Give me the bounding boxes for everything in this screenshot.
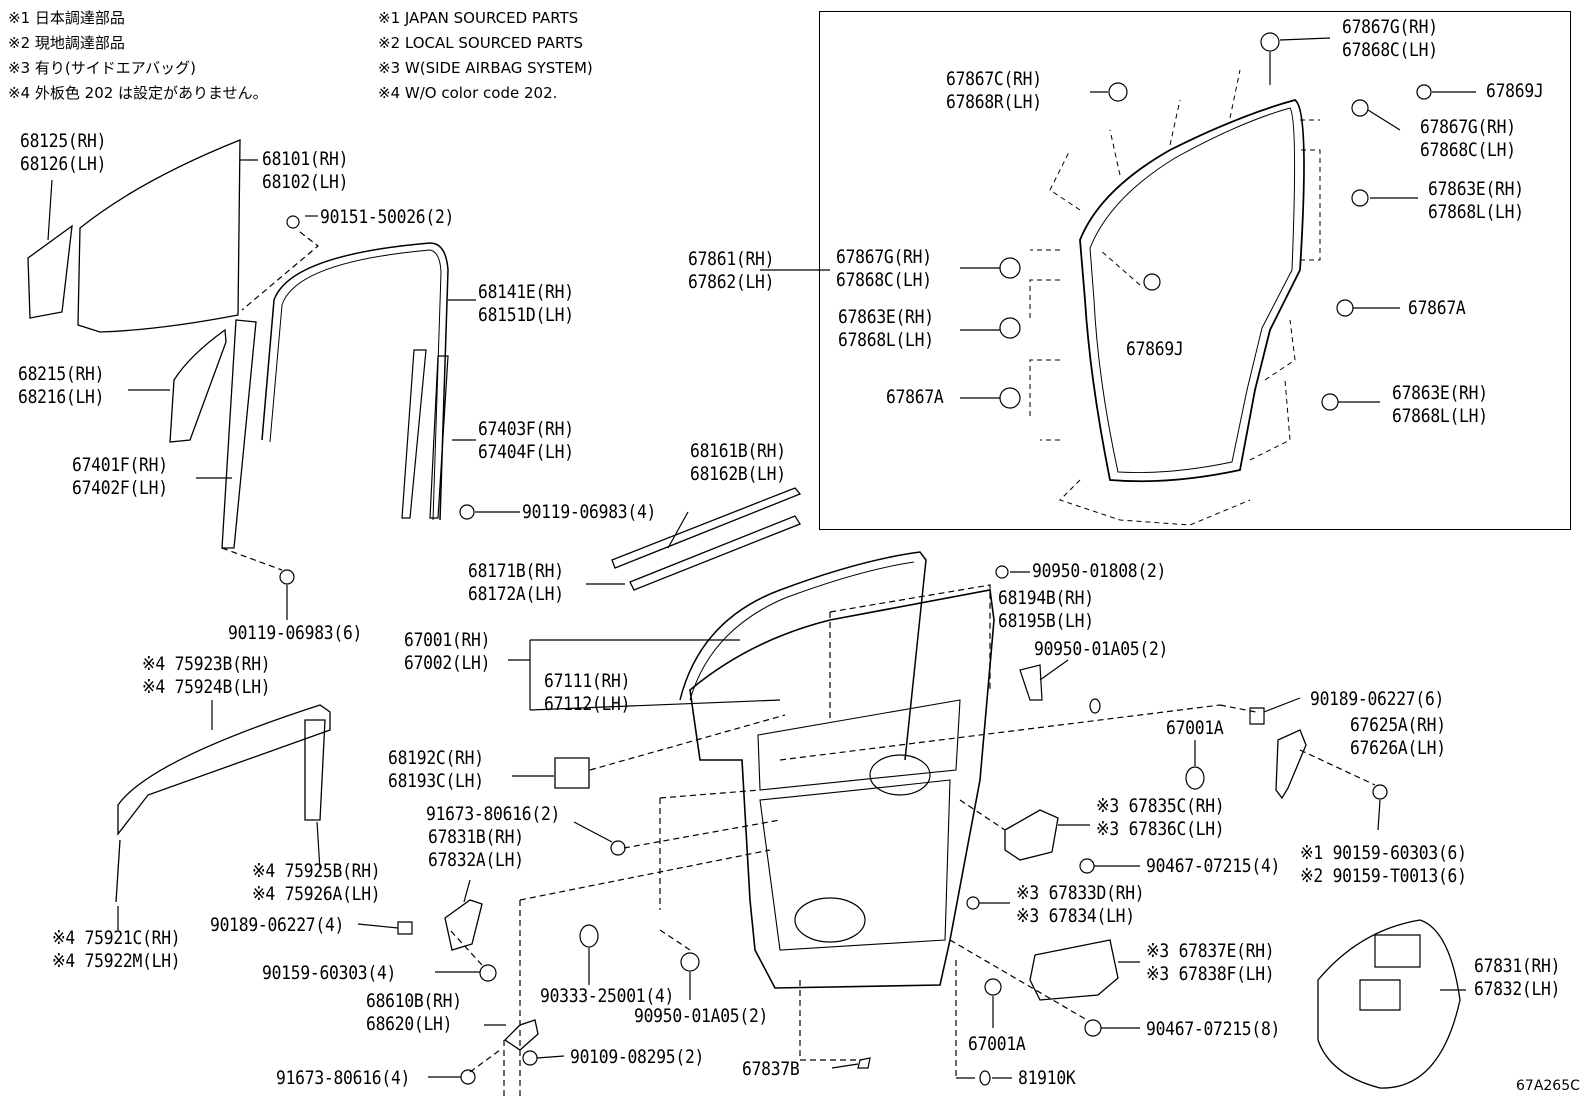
inset-callout-67867a-right: 67867A — [1408, 297, 1466, 319]
callout-67833: ※3 67833D(RH)※3 67834(LH) — [1016, 882, 1145, 927]
callout-91673-4: 91673-80616(4) — [276, 1067, 411, 1089]
service-hole-cover — [1318, 920, 1460, 1088]
note-en-1: ※1 JAPAN SOURCED PARTS — [378, 9, 579, 27]
inset-callout-67869j-top: 67869J — [1486, 80, 1544, 102]
callout-75925: ※4 75925B(RH)※4 75926A(LH) — [252, 860, 381, 905]
inner-belt-molding — [630, 516, 800, 590]
callout-90950-01808: 90950-01808(2) — [1032, 560, 1167, 582]
front-pillar-garnish — [118, 705, 330, 834]
callout-67001: 67001(RH)67002(LH) — [404, 629, 491, 674]
callout-67831b: 67831B(RH)67832A(LH) — [428, 826, 524, 871]
callout-67111: 67111(RH)67112(LH) — [544, 670, 631, 715]
inset-callout-67863e-bottom: 67863E(RH)67868L(LH) — [1392, 382, 1488, 427]
callout-67401: 67401F(RH)67402F(LH) — [72, 454, 168, 499]
inset-callout-67861: 67861(RH)67862(LH) — [688, 248, 775, 293]
front-corner-piece — [170, 330, 226, 442]
outer-belt-molding — [612, 488, 800, 568]
door-weatherstrip — [680, 552, 926, 760]
callout-90333: 90333-25001(4) — [540, 985, 675, 1007]
callout-90950-01a05-bottom: 90950-01A05(2) — [634, 1005, 769, 1027]
callout-67001a-top: 67001A — [1166, 717, 1224, 739]
callout-68610: 68610B(RH)68620(LH) — [366, 990, 462, 1035]
callout-90151: 90151-50026(2) — [320, 206, 455, 228]
inset-callout-67869j-center: 67869J — [1126, 338, 1184, 360]
inset-callout-67867g-right: 67867G(RH)67868C(LH) — [1420, 116, 1516, 161]
door-shell — [690, 590, 994, 988]
callout-68192: 68192C(RH)68193C(LH) — [388, 747, 484, 792]
callout-90467-4: 90467-07215(4) — [1146, 855, 1281, 877]
inset-callout-67863e-top: 67863E(RH)67868L(LH) — [1428, 178, 1524, 223]
inset-callout-67863e-left: 67863E(RH)67868L(LH) — [838, 306, 934, 351]
inset-callout-67867g-left: 67867G(RH)67868C(LH) — [836, 246, 932, 291]
callout-68194: 68194B(RH)68195B(LH) — [998, 587, 1094, 632]
callout-68161: 68161B(RH)68162B(LH) — [690, 440, 786, 485]
rear-pillar-garnish — [305, 720, 325, 820]
inset-callout-67867a-left: 67867A — [886, 386, 944, 408]
door-glass — [78, 140, 240, 332]
callout-90189-6: 90189-06227(6) — [1310, 688, 1445, 710]
callout-67625: 67625A(RH)67626A(LH) — [1350, 714, 1446, 759]
callout-75921: ※4 75921C(RH)※4 75922M(LH) — [52, 927, 181, 972]
callout-68141: 68141E(RH)68151D(LH) — [478, 281, 574, 326]
callout-81910: 81910K — [1018, 1067, 1076, 1089]
front-division-bar — [222, 320, 256, 548]
run-channel — [262, 243, 448, 520]
callout-90119-6: 90119-06983(6) — [228, 622, 363, 644]
callout-68215: 68215(RH)68216(LH) — [18, 363, 105, 408]
callout-91673-2: 91673-80616(2) — [426, 803, 561, 825]
callout-90467-8: 90467-07215(8) — [1146, 1018, 1281, 1040]
callout-90109: 90109-08295(2) — [570, 1046, 705, 1068]
notes-english: ※1 JAPAN SOURCED PARTS ※2 LOCAL SOURCED … — [378, 6, 593, 106]
inset-callout-67867c: 67867C(RH)67868R(LH) — [946, 68, 1042, 113]
callout-67403: 67403F(RH)67404F(LH) — [478, 418, 574, 463]
callout-67837e: ※3 67837E(RH)※3 67838F(LH) — [1146, 940, 1275, 985]
callout-90950-01a05-top: 90950-01A05(2) — [1034, 638, 1169, 660]
callout-75923: ※4 75923B(RH)※4 75924B(LH) — [142, 653, 271, 698]
callout-67831: 67831(RH)67832(LH) — [1474, 955, 1561, 1000]
note-jp-2: ※2 現地調達部品 — [8, 34, 125, 52]
door-hinge — [555, 758, 589, 788]
airbag-sensor — [1005, 810, 1058, 860]
callout-68101: 68101(RH)68102(LH) — [262, 148, 349, 193]
callout-67837b: 67837B — [742, 1058, 800, 1080]
callout-68171: 68171B(RH)68172A(LH) — [468, 560, 564, 605]
door-check — [445, 900, 482, 950]
note-en-2: ※2 LOCAL SOURCED PARTS — [378, 34, 583, 52]
door-trim-module — [1030, 940, 1118, 1000]
note-en-4: ※4 W/O color code 202. — [378, 84, 558, 102]
note-jp-4: ※4 外板色 202 は設定がありません。 — [8, 84, 268, 102]
callout-90159-6: ※1 90159-60303(6)※2 90159-T0013(6) — [1300, 842, 1467, 887]
side-bracket — [1276, 730, 1306, 798]
weatherstrip-detail-frame — [819, 11, 1571, 530]
callout-90159-4: 90159-60303(4) — [262, 962, 397, 984]
quarter-glass — [28, 226, 72, 318]
callout-67001a-bottom: 67001A — [968, 1033, 1026, 1055]
callout-90119-4: 90119-06983(4) — [522, 501, 657, 523]
notes-japanese: ※1 日本調達部品 ※2 現地調達部品 ※3 有り(サイドエアバッグ) ※4 外… — [8, 6, 268, 106]
note-jp-1: ※1 日本調達部品 — [8, 9, 125, 27]
lower-hinge — [505, 1020, 538, 1050]
note-en-3: ※3 W(SIDE AIRBAG SYSTEM) — [378, 59, 593, 77]
callout-90189-4: 90189-06227(4) — [210, 914, 345, 936]
inset-weatherstrip — [1080, 100, 1304, 481]
diagram-code: 67A265C — [1516, 1078, 1580, 1094]
callout-68125: 68125(RH)68126(LH) — [20, 130, 107, 175]
inset-callout-67867g-top: 67867G(RH)67868C(LH) — [1342, 16, 1438, 61]
note-jp-3: ※3 有り(サイドエアバッグ) — [8, 59, 196, 77]
callout-67835: ※3 67835C(RH)※3 67836C(LH) — [1096, 795, 1225, 840]
